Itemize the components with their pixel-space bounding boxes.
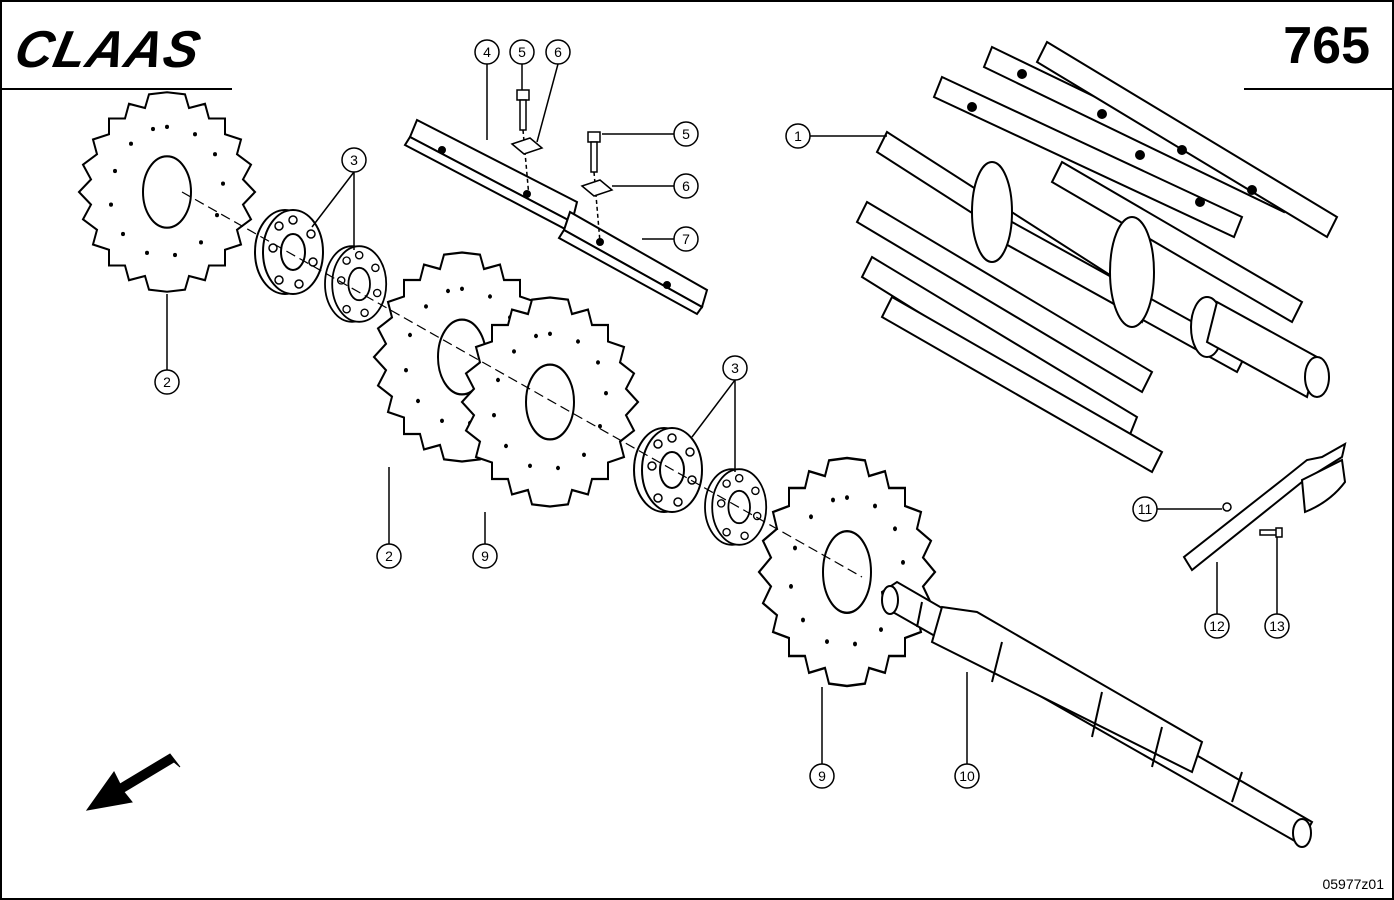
threshing-drum-assembly [855, 40, 1339, 474]
callout-circle [341, 147, 367, 173]
callout-circle [673, 121, 699, 147]
callout-11: 11 [1132, 496, 1158, 522]
screw-13 [1259, 527, 1283, 538]
clamping-hub-2 [324, 245, 388, 323]
callout-number: 3 [731, 360, 739, 376]
clamping-hub-4 [704, 468, 768, 546]
callout-12: 12 [1204, 613, 1230, 639]
callout-number: 5 [518, 44, 526, 60]
callout-number: 6 [682, 178, 690, 194]
callout-number: 13 [1269, 618, 1285, 634]
washer-6a [510, 137, 544, 155]
nut-11 [1222, 502, 1232, 512]
callout-circle [509, 39, 535, 65]
gear-plate-left [77, 91, 257, 293]
callout-3b: 3 [722, 355, 748, 381]
bolt-5b [587, 131, 601, 243]
callout-number: 9 [818, 768, 826, 784]
page-number: 765 [1283, 17, 1370, 75]
callout-9a: 9 [472, 543, 498, 569]
direction-arrow-icon [85, 753, 181, 811]
callout-number: 4 [483, 44, 491, 60]
callout-circle [722, 355, 748, 381]
header-rule-left [2, 88, 232, 90]
callout-number: 3 [350, 152, 358, 168]
callout-6a: 6 [545, 39, 571, 65]
callout-10: 10 [954, 763, 980, 789]
callout-4: 4 [474, 39, 500, 65]
callout-2a: 2 [154, 369, 180, 395]
callout-9b: 9 [809, 763, 835, 789]
callout-circle [1132, 496, 1158, 522]
leader-lines [166, 63, 1278, 764]
clamping-hub-3 [633, 427, 703, 513]
callout-circle [376, 543, 402, 569]
callout-13: 13 [1264, 613, 1290, 639]
callout-number: 10 [959, 768, 975, 784]
callout-number: 2 [385, 548, 393, 564]
callout-circle [472, 543, 498, 569]
callout-circle [673, 226, 699, 252]
callout-5a: 5 [509, 39, 535, 65]
callout-circle [785, 123, 811, 149]
callout-circle [1264, 613, 1290, 639]
callout-7: 7 [673, 226, 699, 252]
bolt-5a [516, 89, 530, 198]
callout-1: 1 [785, 123, 811, 149]
callout-circle [474, 39, 500, 65]
callout-circle [954, 763, 980, 789]
callout-number: 7 [682, 231, 690, 247]
washer-6b [580, 179, 614, 197]
callout-number: 6 [554, 44, 562, 60]
callout-circle [809, 763, 835, 789]
callout-number: 1 [794, 128, 802, 144]
callout-circle [545, 39, 571, 65]
rasp-bar-4 [403, 118, 579, 232]
adjusting-wrench [1182, 442, 1347, 572]
callout-circle [673, 173, 699, 199]
callout-circle [1204, 613, 1230, 639]
callout-6b: 6 [673, 173, 699, 199]
assembly-axis [181, 191, 863, 578]
gear-plate-right [757, 456, 937, 688]
header-rule-right [1244, 88, 1394, 90]
callout-2b: 2 [376, 543, 402, 569]
callout-number: 9 [481, 548, 489, 564]
callout-circle [154, 369, 180, 395]
callout-number: 5 [682, 126, 690, 142]
callout-number: 11 [1138, 501, 1153, 517]
callout-3a: 3 [341, 147, 367, 173]
drawing-reference: 05977z01 [1322, 876, 1384, 892]
callout-5b: 5 [673, 121, 699, 147]
drum-shaft [880, 580, 1314, 848]
callout-number: 12 [1209, 618, 1225, 634]
callout-number: 2 [163, 374, 171, 390]
